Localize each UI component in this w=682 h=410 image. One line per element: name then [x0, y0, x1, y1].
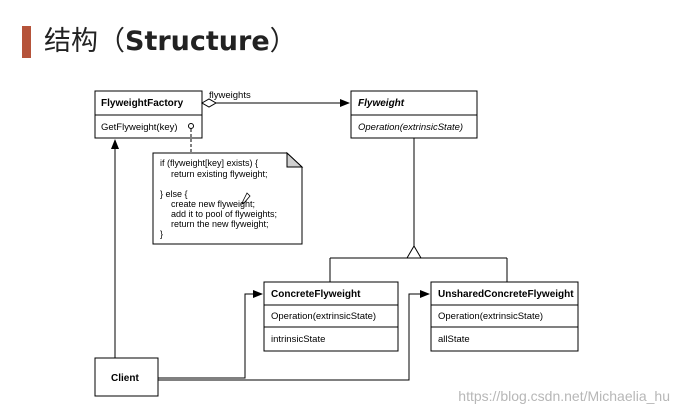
- note-line-7: }: [160, 229, 163, 239]
- inheritance-generalization: [329, 138, 508, 282]
- title-paren-open: （: [98, 26, 125, 57]
- note-line-6: return the new flyweight;: [171, 219, 269, 229]
- flyweight-name: Flyweight: [358, 98, 405, 109]
- note-fold-icon: [286, 151, 304, 168]
- class-flyweight: Flyweight Operation(extrinsicState): [350, 90, 478, 139]
- flyweight-operation: Operation(extrinsicState): [358, 122, 463, 133]
- class-concrete-flyweight: ConcreteFlyweight Operation(extrinsicSta…: [263, 281, 399, 352]
- note-line-4: create new flyweight;: [171, 199, 255, 209]
- implementation-note: if (flyweight[key] exists) { return exis…: [152, 151, 304, 245]
- association-label: flyweights: [209, 90, 251, 101]
- title-accent-bar: [22, 26, 31, 58]
- note-line-1: if (flyweight[key] exists) {: [160, 158, 258, 168]
- generalization-triangle-icon: [406, 245, 422, 259]
- title-chinese: 结构: [44, 26, 98, 57]
- concrete-flyweight-field: intrinsicState: [271, 334, 325, 345]
- page-title: 结构（Structure）: [44, 24, 297, 60]
- class-client: Client: [94, 357, 159, 397]
- title-paren-close: ）: [269, 26, 297, 57]
- flyweight-factory-name: FlyweightFactory: [101, 98, 184, 109]
- unshared-flyweight-name: UnsharedConcreteFlyweight: [438, 289, 574, 300]
- note-line-2: return existing flyweight;: [171, 169, 268, 179]
- note-line-3: } else {: [160, 189, 188, 199]
- concrete-flyweight-operation: Operation(extrinsicState): [271, 311, 376, 322]
- note-line-5: add it to pool of flyweights;: [171, 209, 277, 219]
- pencil-icon: [241, 192, 251, 205]
- flyweight-factory-operation: GetFlyweight(key): [101, 122, 178, 133]
- client-to-concrete-arrow: [158, 290, 263, 379]
- title-english: Structure: [125, 26, 270, 57]
- watermark: https://blog.csdn.net/Michaelia_hu: [458, 388, 670, 404]
- client-to-unshared-arrow: [158, 290, 430, 381]
- note-anchor-icon: [188, 123, 194, 129]
- concrete-flyweight-name: ConcreteFlyweight: [271, 289, 361, 300]
- unshared-flyweight-operation: Operation(extrinsicState): [438, 311, 543, 322]
- aggregation-flyweights: flyweights: [200, 90, 350, 108]
- unshared-flyweight-field: allState: [438, 334, 470, 345]
- class-flyweight-factory: FlyweightFactory GetFlyweight(key): [94, 90, 203, 139]
- client-name: Client: [111, 373, 139, 384]
- class-unshared-concrete-flyweight: UnsharedConcreteFlyweight Operation(extr…: [430, 281, 579, 352]
